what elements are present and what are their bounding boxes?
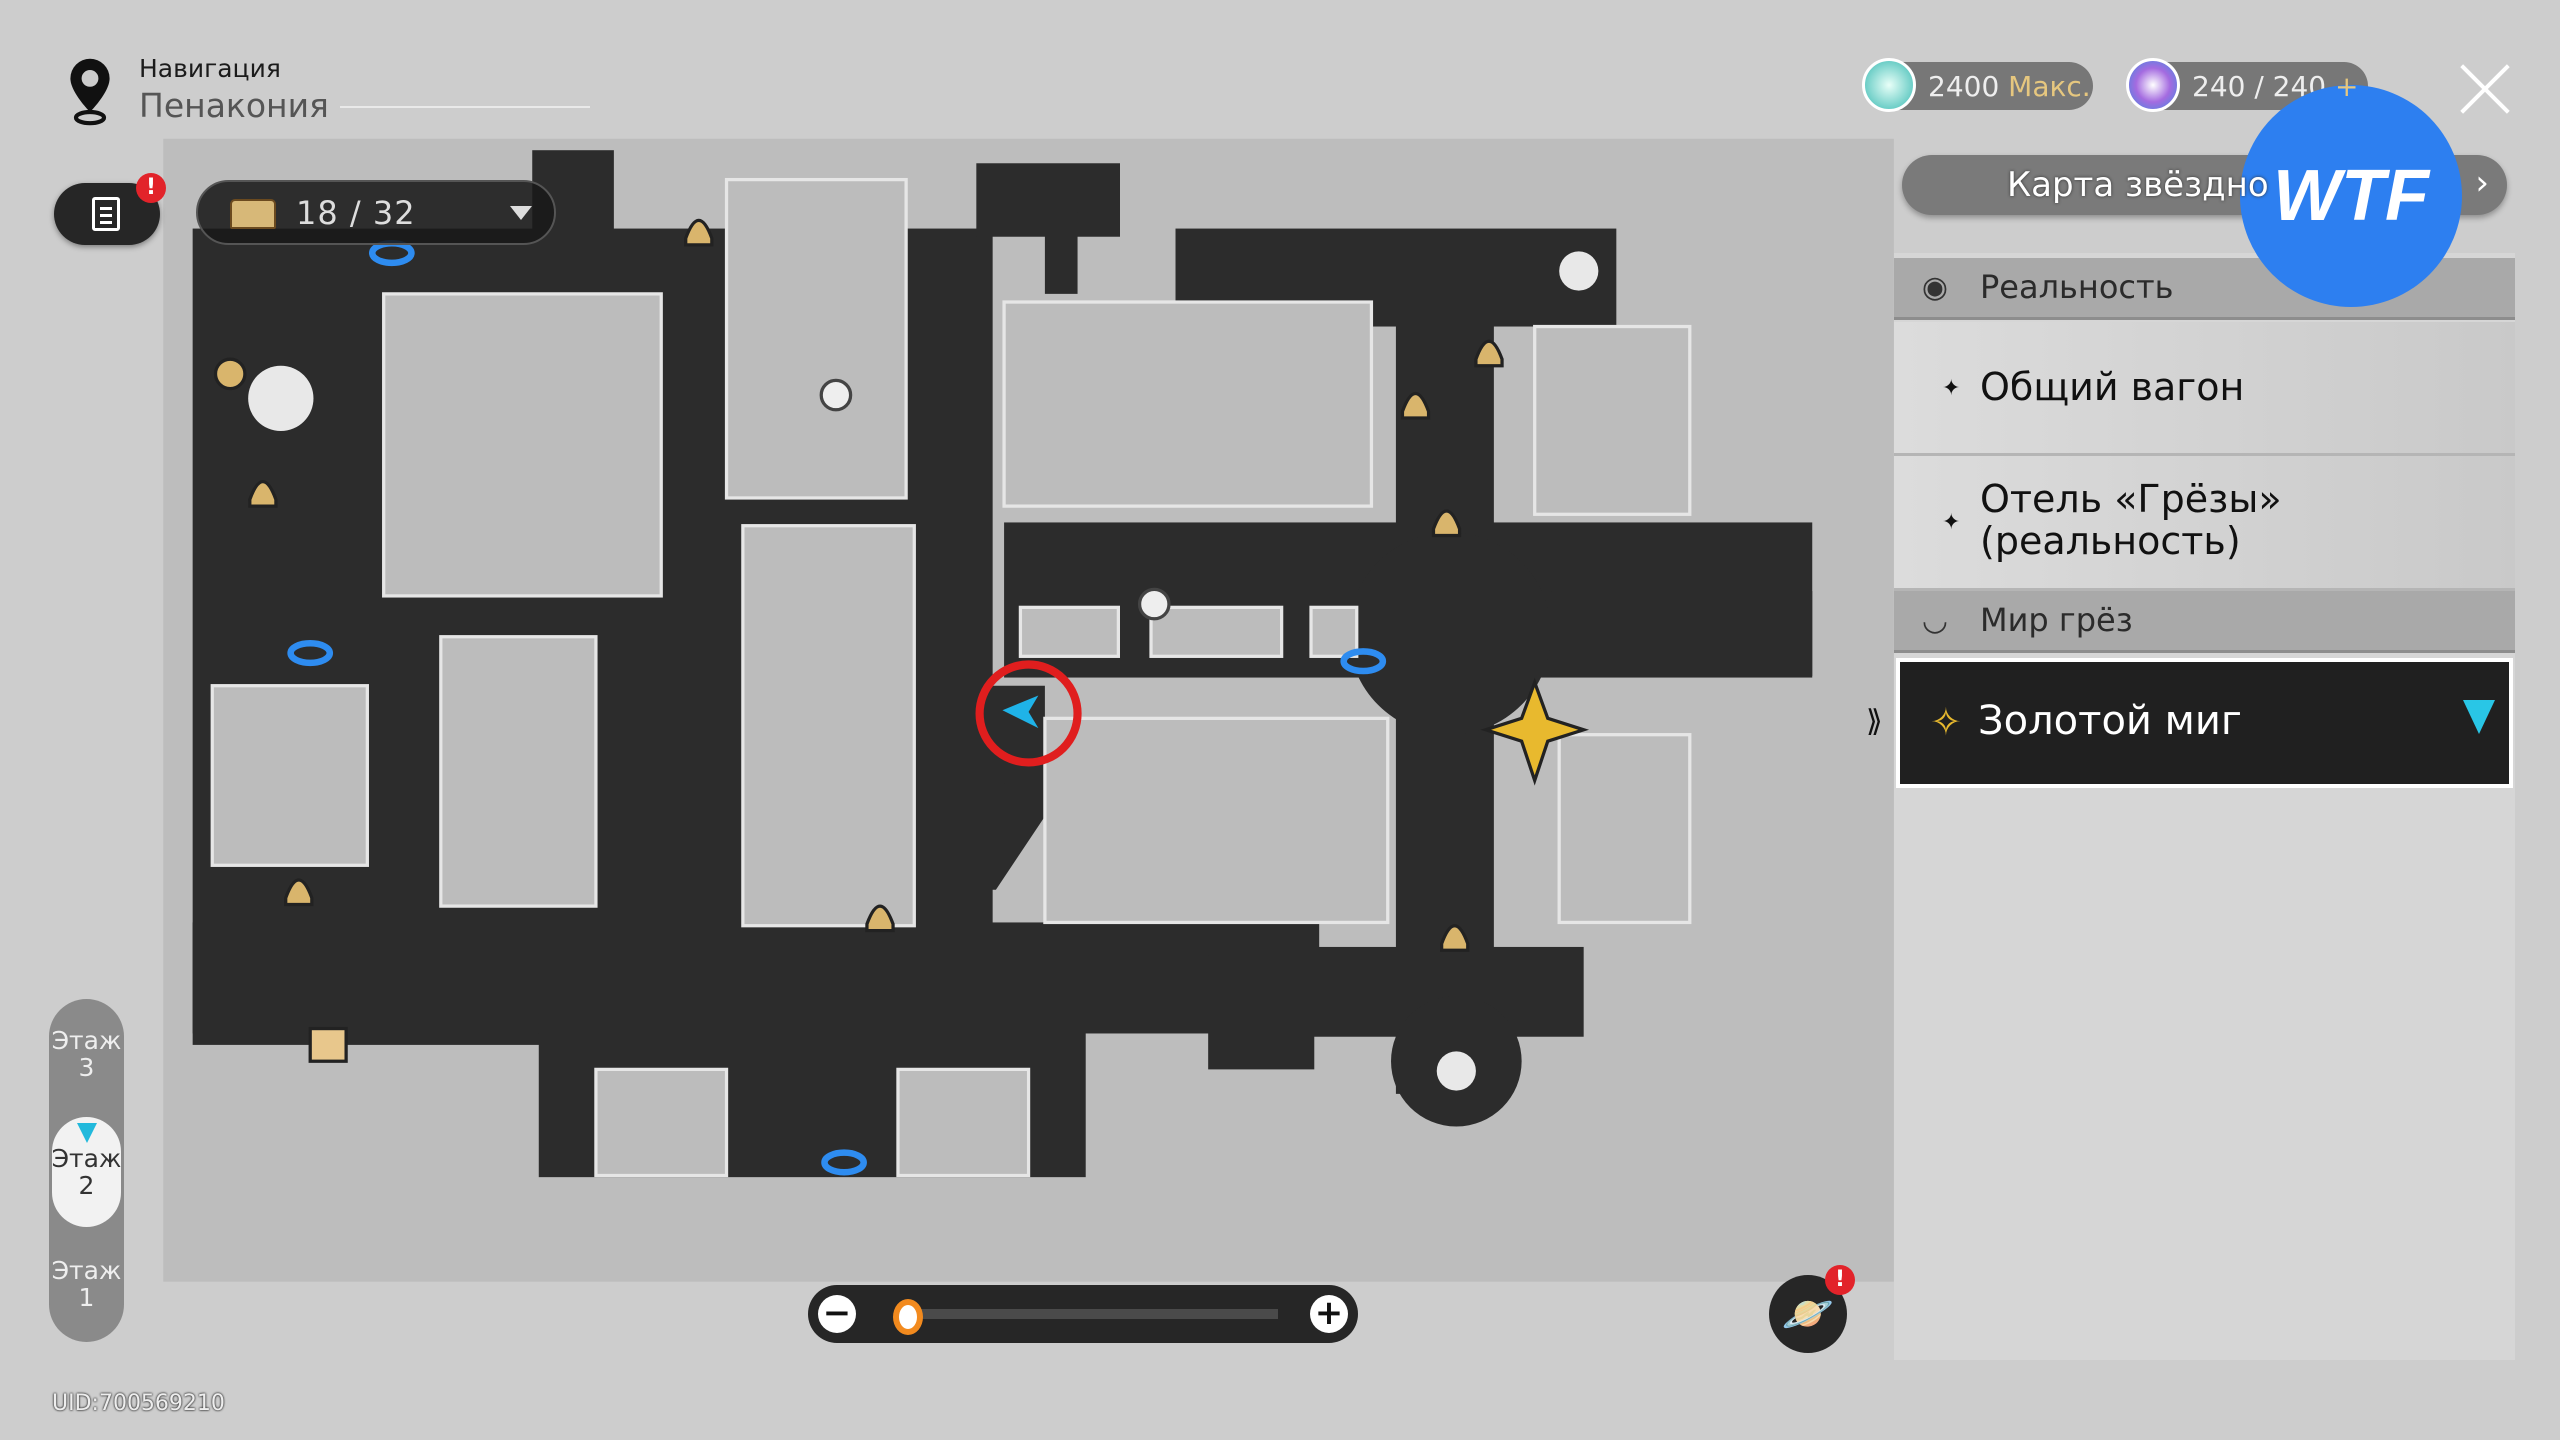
floor-label: Этаж bbox=[51, 1026, 122, 1055]
planet-icon: 🪐 bbox=[1781, 1289, 1835, 1338]
floor-number: 1 bbox=[78, 1283, 95, 1312]
floor-label: Этаж bbox=[51, 1256, 122, 1285]
uid-label: UID:700569210 bbox=[52, 1391, 225, 1416]
location-item-hotel-reality[interactable]: ✦ Отель «Грёзы» (реальность) bbox=[1894, 456, 2515, 591]
currency-value: 2400 bbox=[1928, 70, 2000, 103]
currency-fuel[interactable]: 2400 Макс. bbox=[1862, 58, 2093, 112]
zoom-in-button[interactable]: + bbox=[1310, 1295, 1348, 1333]
alert-badge: ! bbox=[136, 173, 166, 203]
section-dreamscape: ◡ Мир грёз bbox=[1894, 591, 2515, 653]
eye-icon: ◉ bbox=[1921, 270, 1949, 305]
section-label: Реальность bbox=[1980, 268, 2174, 306]
sparkle-icon: ✦ bbox=[1942, 510, 1961, 535]
golden-moment-marker-icon[interactable] bbox=[1480, 677, 1590, 786]
alert-badge: ! bbox=[1825, 1265, 1855, 1295]
zoom-slider-handle[interactable] bbox=[892, 1299, 923, 1335]
quest-giver-icon[interactable] bbox=[213, 357, 247, 391]
floor-label: Этаж bbox=[51, 1144, 122, 1173]
chevron-down-icon bbox=[510, 206, 532, 220]
location-item-golden-moment[interactable]: ⟫ ✧ Золотой миг bbox=[1866, 658, 2513, 788]
selection-pointer-icon: ⟫ bbox=[1866, 704, 1883, 739]
current-floor-icon bbox=[77, 1123, 97, 1143]
watermark-logo: WTF bbox=[2240, 85, 2462, 307]
treasure-chest-icon bbox=[230, 199, 276, 229]
location-label: Общий вагон bbox=[1980, 365, 2245, 409]
chest-counter-dropdown[interactable]: 18 / 32 bbox=[196, 180, 556, 245]
floor-number: 2 bbox=[78, 1171, 95, 1200]
zoom-out-button[interactable]: − bbox=[818, 1295, 856, 1333]
close-icon[interactable] bbox=[2458, 62, 2512, 116]
clipboard-icon bbox=[92, 197, 120, 231]
zoom-control: − + bbox=[808, 1285, 1358, 1343]
add-power-button[interactable]: + bbox=[2335, 70, 2359, 103]
zoom-slider-track[interactable] bbox=[903, 1309, 1278, 1319]
floor-number: 3 bbox=[78, 1053, 95, 1082]
shop-bell-icon[interactable] bbox=[248, 218, 1504, 952]
navigation-pin-icon bbox=[70, 58, 110, 126]
location-label: Отель «Грёзы» (реальность) bbox=[1980, 477, 2282, 563]
location-panel: ◉ Реальность ✦ Общий вагон ✦ Отель «Грёз… bbox=[1866, 253, 2515, 1360]
trailblaze-fuel-icon bbox=[1862, 58, 1916, 112]
section-reality: ◉ Реальность bbox=[1894, 258, 2515, 320]
currency-max-label: Макс. bbox=[2008, 70, 2091, 103]
navigation-label: Навигация bbox=[139, 54, 281, 83]
location-item-common-car[interactable]: ✦ Общий вагон bbox=[1894, 322, 2515, 456]
dream-arc-icon: ◡ bbox=[1921, 603, 1949, 638]
current-location-icon bbox=[2463, 700, 2495, 734]
player-arrow-icon bbox=[1002, 695, 1039, 729]
location-label: Золотой миг bbox=[1978, 698, 2242, 744]
planet-button[interactable]: 🪐 ! bbox=[1769, 1265, 1855, 1353]
chevron-right-icon: › bbox=[2475, 163, 2489, 203]
region-name: Пенакония bbox=[139, 86, 329, 125]
tasks-button[interactable]: ! bbox=[54, 173, 166, 245]
currency-fuel-text: 2400 Макс. bbox=[1928, 70, 2091, 103]
chest-count: 18 / 32 bbox=[296, 194, 416, 232]
divider bbox=[340, 106, 590, 108]
golden-star-icon: ✧ bbox=[1930, 700, 1962, 744]
npc-marker-icon[interactable] bbox=[819, 378, 1171, 621]
merchant-icon[interactable] bbox=[308, 1026, 348, 1063]
star-map-label: Карта звёздно bbox=[2007, 165, 2269, 205]
player-highlight-circle bbox=[975, 660, 1082, 767]
section-label: Мир грёз bbox=[1980, 601, 2133, 639]
sparkle-icon: ✦ bbox=[1942, 376, 1961, 401]
trailblaze-power-icon bbox=[2126, 58, 2180, 112]
